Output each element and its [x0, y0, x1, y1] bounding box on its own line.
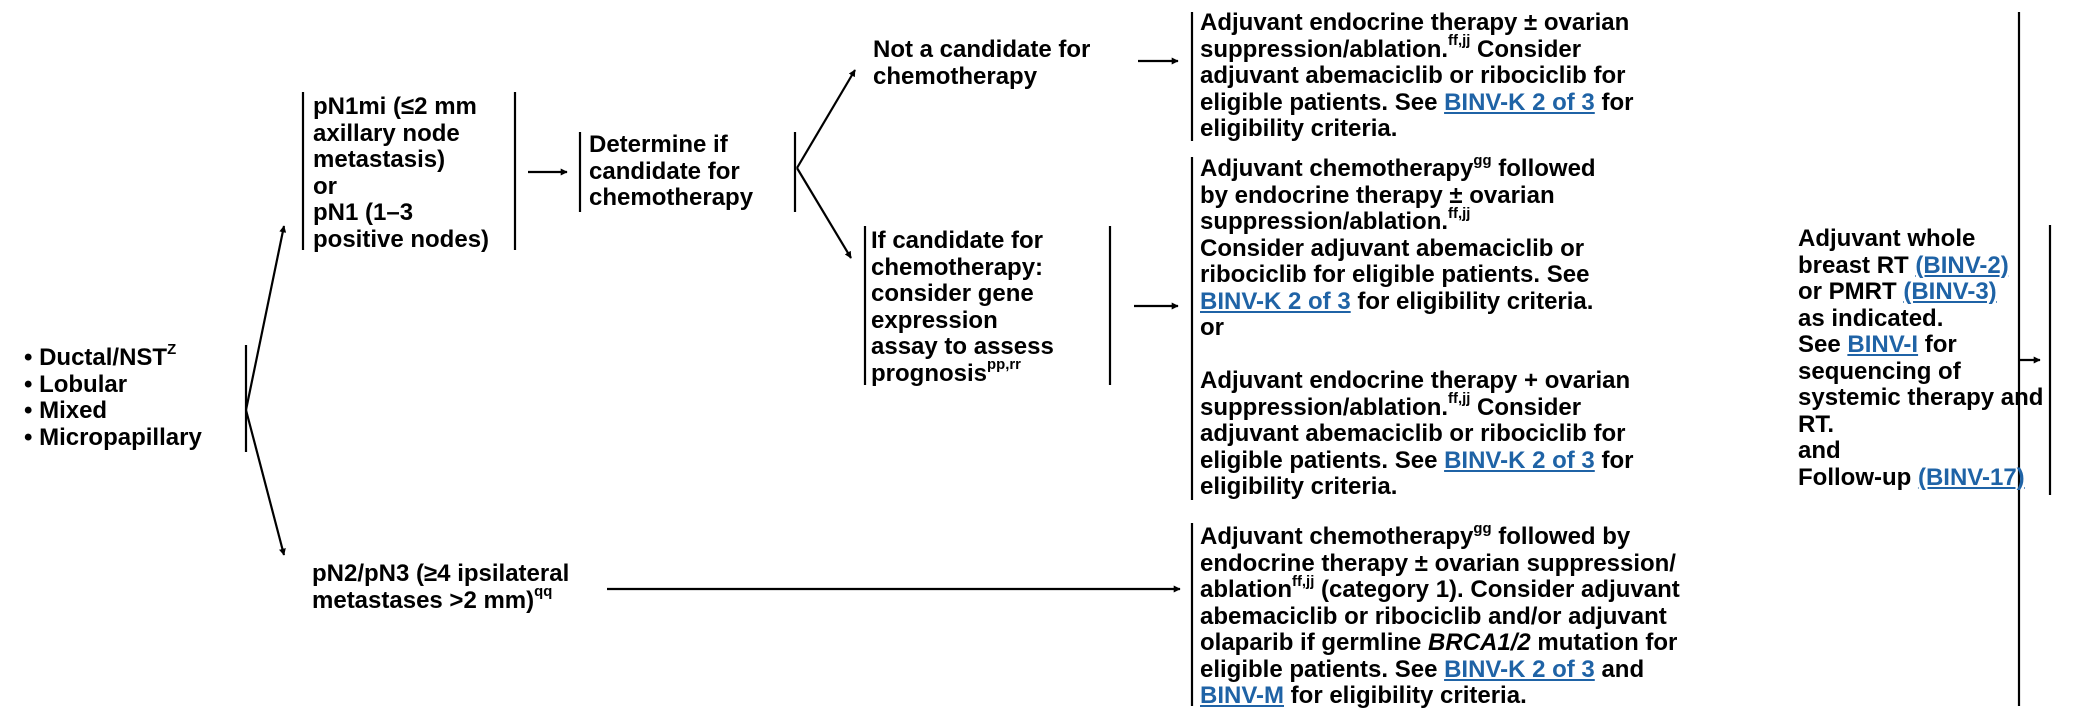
histology-list: • Ductal/NSTZ • Lobular • Mixed • Microp… — [24, 341, 202, 451]
not-candidate-box: Not a candidate for chemotherapy — [873, 36, 1091, 90]
histology-item-lobular: • Lobular — [24, 370, 128, 398]
arrow-to-pn23 — [244, 409, 286, 556]
link-binv-2[interactable]: (BINV-2) — [1915, 251, 2009, 279]
chemotherapy-options-box: Adjuvant chemotherapygg followed by endo… — [1200, 152, 1634, 500]
link-binv-k-2-of-3[interactable]: BINV-K 2 of 3 — [1444, 88, 1595, 116]
determine-candidate-box: Determine if candidate for chemotherapy — [589, 131, 754, 211]
histology-item-mixed: • Mixed — [24, 397, 108, 424]
if-candidate-box: If candidate for chemotherapy: consider … — [871, 227, 1054, 387]
link-binv-3[interactable]: (BINV-3) — [1903, 278, 1997, 305]
footnote-z: Z — [167, 341, 177, 358]
link-binv-i[interactable]: BINV-I — [1847, 331, 1919, 358]
pn1-node-box: pN1mi (≤2 mm axillary node metastasis) o… — [313, 93, 490, 253]
link-binv-m[interactable]: BINV-M — [1200, 682, 1284, 709]
pn23-node-box: pN2/pN3 (≥4 ipsilateral metastases >2 mm… — [312, 560, 570, 614]
histology-item-micropapillary: • Micropapillary — [24, 423, 202, 451]
link-binv-k-2-of-3[interactable]: BINV-K 2 of 3 — [1444, 446, 1595, 474]
histology-item-ductal: • Ductal/NSTZ — [24, 341, 177, 371]
link-binv-k-2-of-3[interactable]: BINV-K 2 of 3 — [1200, 287, 1351, 315]
footnote-qq: qq — [534, 584, 553, 601]
arrow-to-not-candidate — [796, 69, 856, 169]
link-binv-17[interactable]: (BINV-17) — [1917, 463, 2025, 491]
arrow-to-pn1 — [244, 225, 287, 411]
endocrine-therapy-box: Adjuvant endocrine therapy ± ovarian sup… — [1200, 9, 1634, 142]
arrow-to-if-candidate — [796, 167, 852, 259]
link-binv-k-2-of-3[interactable]: BINV-K 2 of 3 — [1444, 655, 1595, 683]
chemotherapy-pn23-box: Adjuvant chemotherapygg followed by endo… — [1200, 520, 1680, 709]
footnote-pp-rr: pp,rr — [987, 357, 1021, 374]
adjuvant-rt-box: Adjuvant whole breast RT (BINV-2) or PMR… — [1798, 225, 2044, 491]
